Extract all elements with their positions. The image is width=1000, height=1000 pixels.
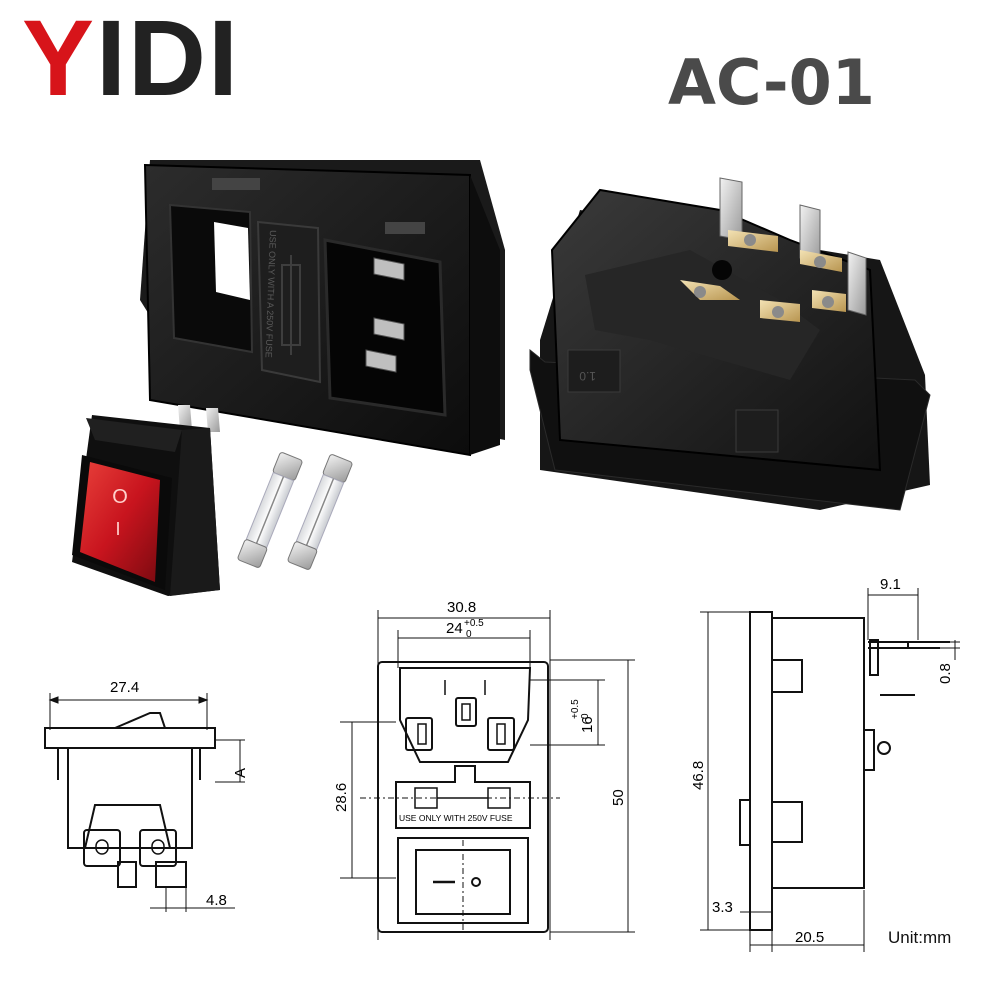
rocker-switch-photo: O I: [72, 405, 220, 596]
switch-height-label: A: [232, 768, 249, 778]
inlet-pins-icon: [365, 257, 405, 373]
front-inner-width-tol: +0.5: [464, 618, 484, 629]
brand-logo: YIDI: [22, 4, 240, 112]
glass-fuses-photo: [237, 452, 353, 570]
side-depth-label: 20.5: [795, 929, 824, 946]
side-flange-label: 3.3: [712, 899, 733, 916]
switch-width-label: 27.4: [110, 679, 139, 696]
front-outer-width-label: 30.8: [447, 599, 476, 616]
unit-label: Unit:mm: [888, 928, 952, 947]
brand-logo-y: Y: [22, 0, 97, 118]
side-body-height-label: 46.8: [690, 761, 707, 790]
socket-side-drawing: [700, 588, 960, 952]
socket-front-drawing: [340, 610, 635, 940]
side-tab-width-label: 9.1: [880, 576, 901, 593]
switch-mark-on: I: [115, 519, 120, 539]
rear-terminals-icon: [680, 177, 867, 322]
front-socket-height-tol-low: 0: [580, 713, 591, 719]
model-title: AC-01: [668, 46, 875, 119]
fuse-cover-icon: [281, 255, 301, 355]
socket-rear-photo: 1.0: [529, 177, 931, 511]
front-inner-width-tol-low: 0: [466, 629, 472, 640]
switch-dimension-drawing: [44, 693, 245, 912]
front-socket-height-tol: +0.5: [570, 699, 581, 719]
front-mid-height-label: 28.6: [333, 783, 350, 812]
front-inner-width-label: 24: [446, 620, 463, 637]
socket-rear-mark: 1.0: [579, 369, 596, 383]
front-fuse-text: USE ONLY WITH 250V FUSE: [399, 813, 513, 823]
switch-pin-label: 4.8: [206, 892, 227, 909]
switch-mark-off: O: [112, 486, 128, 508]
side-tab-thickness-label: 0.8: [937, 663, 954, 684]
front-socket-height-label: 16: [579, 716, 596, 733]
socket-front-fuse-text: USE ONLY WITH A 250V FUSE: [264, 230, 278, 358]
brand-logo-rest: IDI: [96, 0, 241, 118]
socket-front-photo: USE ONLY WITH A 250V FUSE: [140, 160, 505, 457]
front-total-height-label: 50: [610, 789, 627, 806]
